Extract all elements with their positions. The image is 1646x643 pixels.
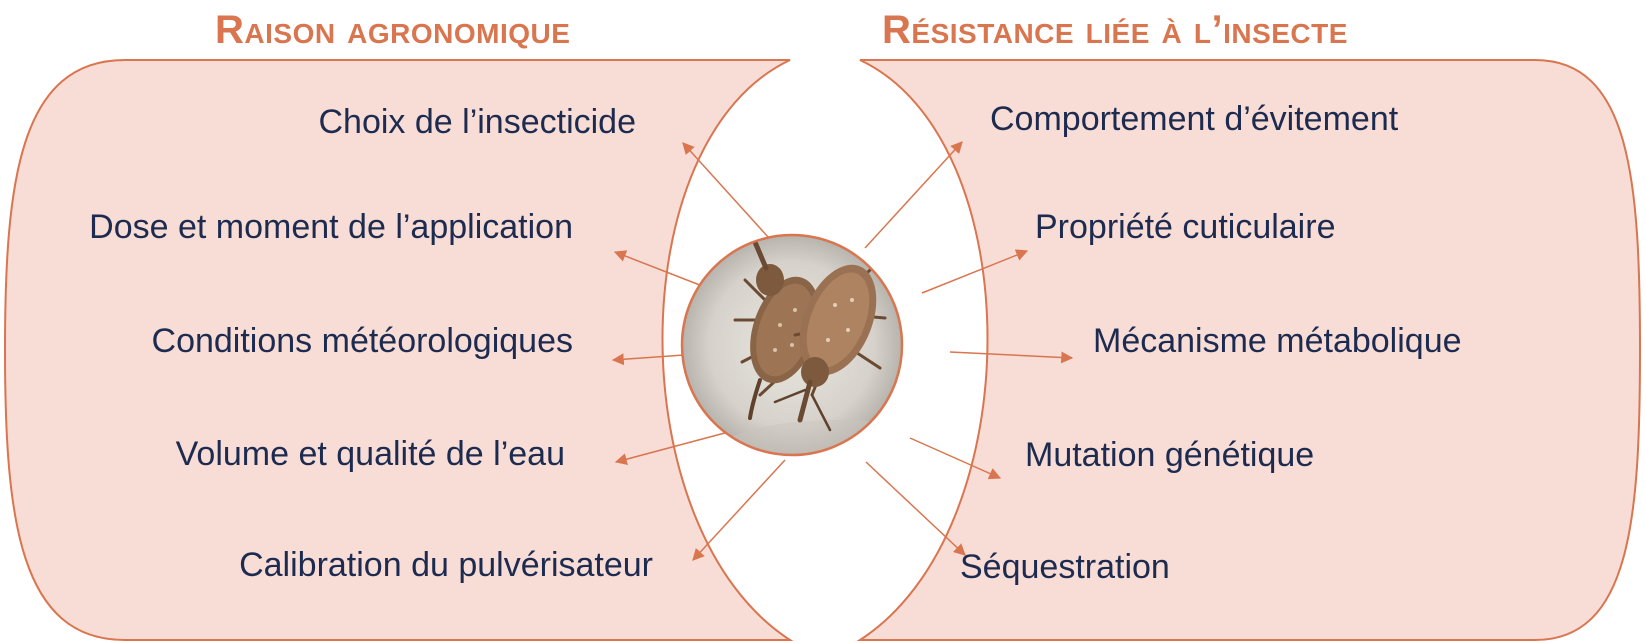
left-item-5: Calibration du pulvérisateur xyxy=(239,546,653,585)
arrow-right-1 xyxy=(865,142,962,248)
right-item-3: Mécanisme métabolique xyxy=(1093,322,1462,361)
left-item-1: Choix de l’insecticide xyxy=(319,103,637,142)
right-item-1: Comportement d’évitement xyxy=(990,100,1398,139)
right-item-5: Séquestration xyxy=(960,548,1170,587)
left-item-4: Volume et qualité de l’eau xyxy=(176,435,565,474)
left-panel-heading: Raison agronomique xyxy=(215,8,570,53)
arrow-right-5 xyxy=(866,462,965,555)
arrow-left-1 xyxy=(683,143,778,248)
right-item-4: Mutation génétique xyxy=(1025,436,1314,475)
right-panel-heading: Résistance liée à l’insecte xyxy=(882,8,1348,53)
left-item-3: Conditions météorologiques xyxy=(152,322,573,361)
weevil-photo-icon xyxy=(682,235,960,480)
right-item-2: Propriété cuticulaire xyxy=(1035,208,1335,247)
left-item-2: Dose et moment de l’application xyxy=(89,208,573,247)
arrow-left-5 xyxy=(693,460,785,560)
